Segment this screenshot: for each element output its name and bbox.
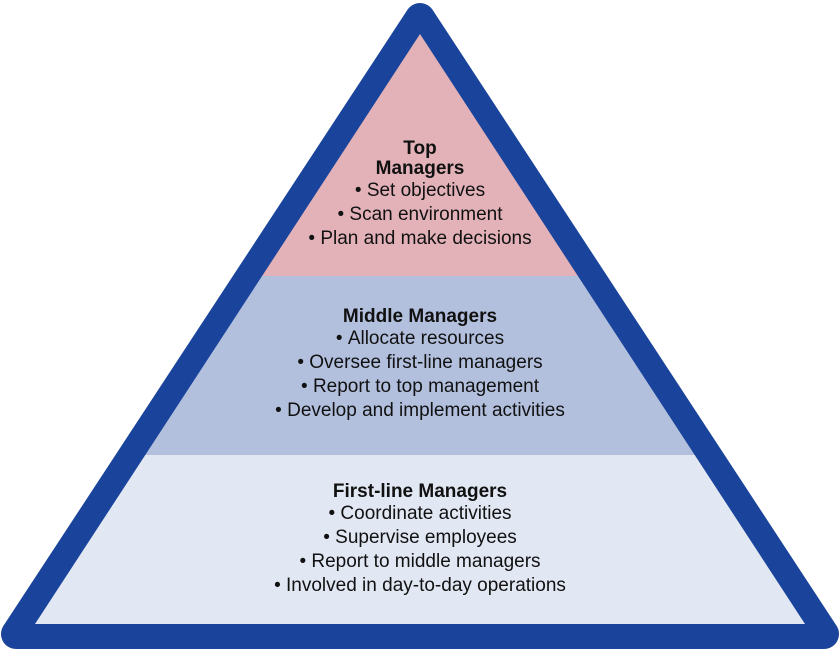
tier-item: Scan environment	[0, 203, 840, 227]
tier-title: Top	[403, 138, 437, 159]
tier-item: Allocate resources	[0, 327, 840, 351]
tier-item: Involved in day-to-day operations	[0, 574, 840, 598]
tier-first-line-managers: First-line Managers Coordinate activitie…	[0, 481, 840, 598]
tier-item: Coordinate activities	[0, 502, 840, 526]
tier-item: Report to middle managers	[0, 550, 840, 574]
tier-item: Report to top management	[0, 375, 840, 399]
tier-title: First-line Managers	[332, 481, 508, 502]
tier-item: Oversee first-line managers	[0, 351, 840, 375]
tier-item: Develop and implement activities	[0, 399, 840, 423]
tier-item: Plan and make decisions	[0, 227, 840, 251]
tier-top-managers: Top Managers Set objectives Scan environ…	[0, 139, 840, 251]
tier-title: Managers	[375, 158, 465, 179]
tier-item: Supervise employees	[0, 526, 840, 550]
tier-title: Middle Managers	[342, 306, 498, 327]
tier-item: Set objectives	[0, 179, 840, 203]
tier-middle-managers: Middle Managers Allocate resources Overs…	[0, 306, 840, 423]
